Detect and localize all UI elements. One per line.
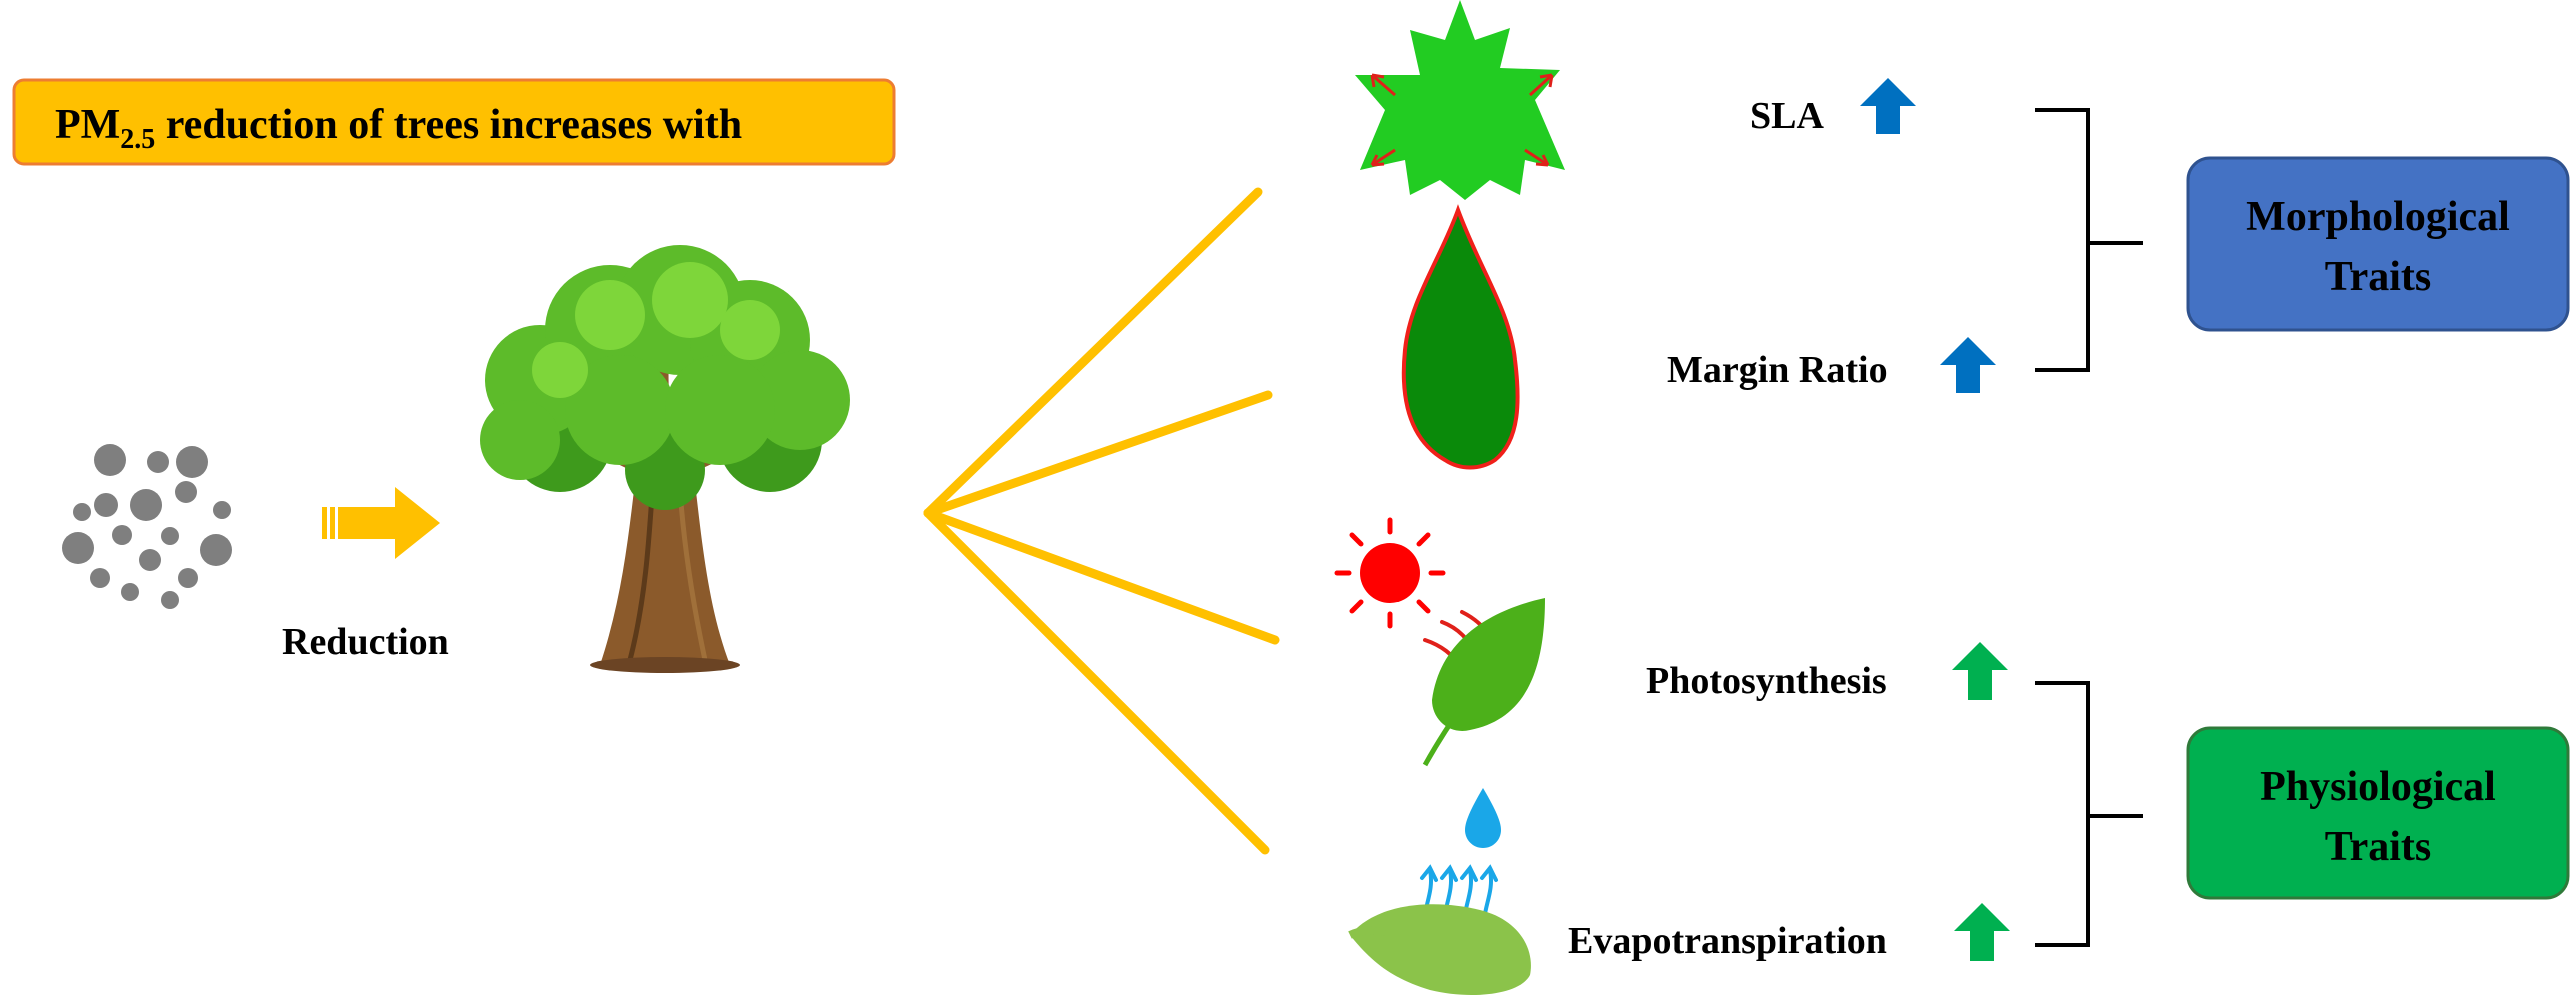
physiological-bracket (2035, 683, 2143, 945)
title-suffix: reduction of trees increases with (155, 102, 742, 148)
tree-icon (480, 245, 850, 673)
sla-label: SLA (1750, 95, 1824, 137)
physiological-line1: Physiological (2260, 764, 2496, 810)
water-leaf-icon (1350, 788, 1531, 995)
evapotranspiration-up-arrow-icon (1954, 903, 2010, 961)
title-box: PM2.5 reduction of trees increases with (14, 80, 894, 164)
title-subscript: 2.5 (120, 124, 155, 155)
sla-up-arrow-icon (1860, 78, 1916, 134)
reduction-arrow-icon (322, 487, 440, 559)
photosynthesis-up-arrow-icon (1952, 642, 2008, 700)
photosynthesis-label: Photosynthesis (1646, 660, 1887, 702)
physiological-traits-box: Physiological Traits (2188, 728, 2568, 898)
connector-lines (928, 192, 1275, 850)
margin-ratio-label: Margin Ratio (1667, 349, 1888, 391)
reduction-label: Reduction (282, 621, 449, 663)
title-prefix: PM (55, 102, 120, 148)
morphological-line2: Traits (2325, 254, 2432, 300)
serrated-leaf-icon (1404, 210, 1518, 468)
svg-text:PM2.5 reduction of trees incr: PM2.5 reduction of trees increases with (55, 102, 742, 155)
sun-leaf-icon (1337, 520, 1545, 765)
particles-icon (62, 444, 232, 609)
morphological-line1: Morphological (2246, 194, 2510, 240)
margin-ratio-up-arrow-icon (1940, 337, 1996, 393)
maple-leaf-icon (1355, 0, 1565, 200)
physiological-line2: Traits (2325, 824, 2432, 870)
morphological-bracket (2035, 110, 2143, 370)
morphological-traits-box: Morphological Traits (2188, 158, 2568, 330)
evapotranspiration-label: Evapotranspiration (1568, 920, 1887, 962)
